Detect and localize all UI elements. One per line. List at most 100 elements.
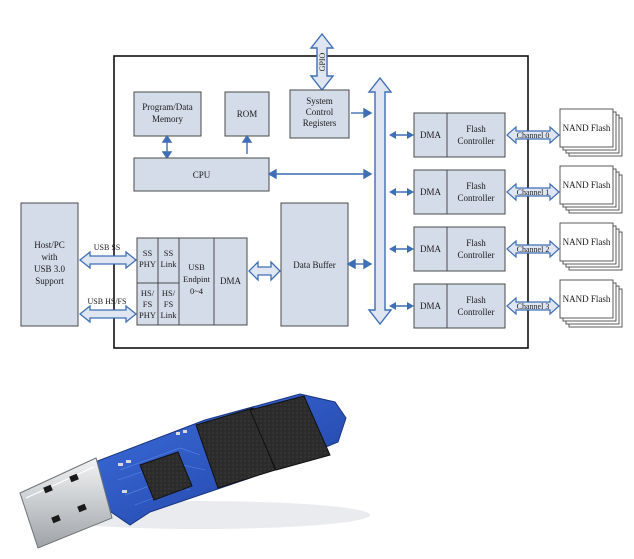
nand-flash-label: NAND Flash [563, 294, 611, 304]
usb-hs-fs-label: USB HS/FS [88, 297, 127, 306]
channel-arrow [506, 296, 560, 316]
bus-dma-arrowhead-right [407, 245, 414, 253]
host-line3: USB 3.0 [34, 264, 66, 274]
channel-dma-box [413, 169, 448, 215]
controller-chip [139, 451, 193, 501]
flash-controller-box [446, 283, 506, 329]
dma-buffer-arrow [248, 260, 281, 282]
endpoint-line3: 0~4 [190, 286, 204, 296]
bus-dma-arrowhead-right [407, 302, 414, 310]
usb-hs-fs-link: USB HS/FS [78, 297, 138, 324]
channel-arrow [506, 182, 560, 202]
flash-controller-line2: Controller [458, 193, 495, 203]
flash-controller-line2: Controller [458, 250, 495, 260]
hs-fs-phy-line1: HS/ [141, 288, 155, 298]
nand-flash-layer [559, 165, 614, 205]
endpoint-line2: Endpint [183, 274, 211, 284]
channel-dma-box [413, 283, 448, 329]
scr-line1: System [306, 96, 333, 106]
channel-label: Channel 1 [517, 188, 550, 197]
channel-dma-label: DMA [420, 244, 442, 254]
bus-dma-arrowhead-left [389, 188, 396, 196]
hs-fs-link-line3: Link [160, 310, 177, 320]
cpu-bus-arrow [267, 168, 373, 180]
usb-endpoint-block: USB Endpint 0~4 [178, 237, 215, 326]
scr-line3: Registers [303, 118, 337, 128]
system-bus [367, 76, 393, 326]
cpu-block: CPU [133, 157, 270, 192]
channel-dma-box [413, 226, 448, 272]
buffer-bus-arrow [346, 258, 373, 270]
bus-dma-arrowhead-right [407, 131, 414, 139]
nand-chip-1 [195, 407, 276, 489]
hs-fs-link-line1: HS/ [162, 288, 176, 298]
nand-flash-label: NAND Flash [563, 123, 611, 133]
scr-bus-arrow [351, 107, 373, 119]
rom-block: ROM [224, 91, 270, 137]
flash-controller-line1: Flash [466, 295, 486, 305]
usb-ss-link: USB SS [78, 243, 138, 270]
memory-cpu-arrow [161, 134, 173, 160]
channel-arrow [506, 125, 560, 145]
program-data-memory-line1: Program/Data [142, 102, 192, 112]
bus-dma-arrowhead-right [407, 188, 414, 196]
bus-dma-arrowhead-left [389, 131, 396, 139]
hs-fs-link-line2: FS [164, 299, 174, 309]
nand-flash-label: NAND Flash [563, 237, 611, 247]
scr-line2: Control [306, 107, 334, 117]
bus-dma-arrowhead-left [389, 302, 396, 310]
ss-phy-line1: SS [143, 248, 153, 258]
usb-ss-label: USB SS [94, 243, 120, 252]
ss-link-line2: Link [160, 259, 177, 269]
channel-dma-label: DMA [420, 130, 442, 140]
endpoint-line1: USB [188, 262, 205, 272]
flash-controller-line1: Flash [466, 124, 486, 134]
usb-flash-drive-board-photo [19, 393, 370, 549]
nand-flash-layer [559, 222, 614, 262]
usb-connector [19, 457, 113, 549]
flash-controller-line2: Controller [458, 136, 495, 146]
nand-flash-layer [559, 108, 614, 148]
program-data-memory-block: Program/Data Memory [133, 91, 202, 137]
gpio-label: GPIO [318, 52, 327, 71]
channel-label: Channel 0 [517, 131, 550, 140]
flash-controller-line2: Controller [458, 307, 495, 317]
host-line1: Host/PC [34, 240, 65, 250]
flash-controller-line1: Flash [466, 181, 486, 191]
ss-phy-line2: PHY [139, 259, 156, 269]
data-buffer-label: Data Buffer [293, 260, 336, 270]
flash-controller-line1: Flash [466, 238, 486, 248]
nand-flash-label: NAND Flash [563, 180, 611, 190]
bus-dma-arrowhead-left [389, 245, 396, 253]
flash-controller-box [446, 226, 506, 272]
host-line2: with [41, 252, 58, 262]
channel-arrow [506, 239, 560, 259]
hs-fs-phy-line2: FS [143, 299, 153, 309]
usb-dma-block: DMA [213, 237, 248, 326]
system-control-registers-block: System Control Registers [289, 89, 350, 139]
channel-label: Channel 3 [517, 302, 550, 311]
nand-flash-layer [559, 279, 614, 319]
host-pc-block: Host/PC with USB 3.0 Support [20, 202, 79, 327]
channel-dma-label: DMA [420, 301, 442, 311]
usb-phy-link-blocks: SS PHY SS Link HS/ FS PHY HS/ FS Link [136, 237, 180, 326]
program-data-memory-line2: Memory [152, 114, 183, 124]
flash-controller-box [446, 112, 506, 158]
rom-label: ROM [237, 109, 258, 119]
usb-dma-label: DMA [220, 276, 242, 286]
channel-label: Channel 2 [517, 245, 550, 254]
flash-controller-box [446, 169, 506, 215]
data-buffer-block: Data Buffer [280, 202, 349, 327]
hs-fs-phy-line3: PHY [139, 310, 156, 320]
channel-dma-label: DMA [420, 187, 442, 197]
host-line4: Support [35, 276, 64, 286]
ss-link-line1: SS [164, 248, 174, 258]
cpu-label: CPU [193, 170, 211, 180]
nand-chip-2 [249, 395, 331, 471]
